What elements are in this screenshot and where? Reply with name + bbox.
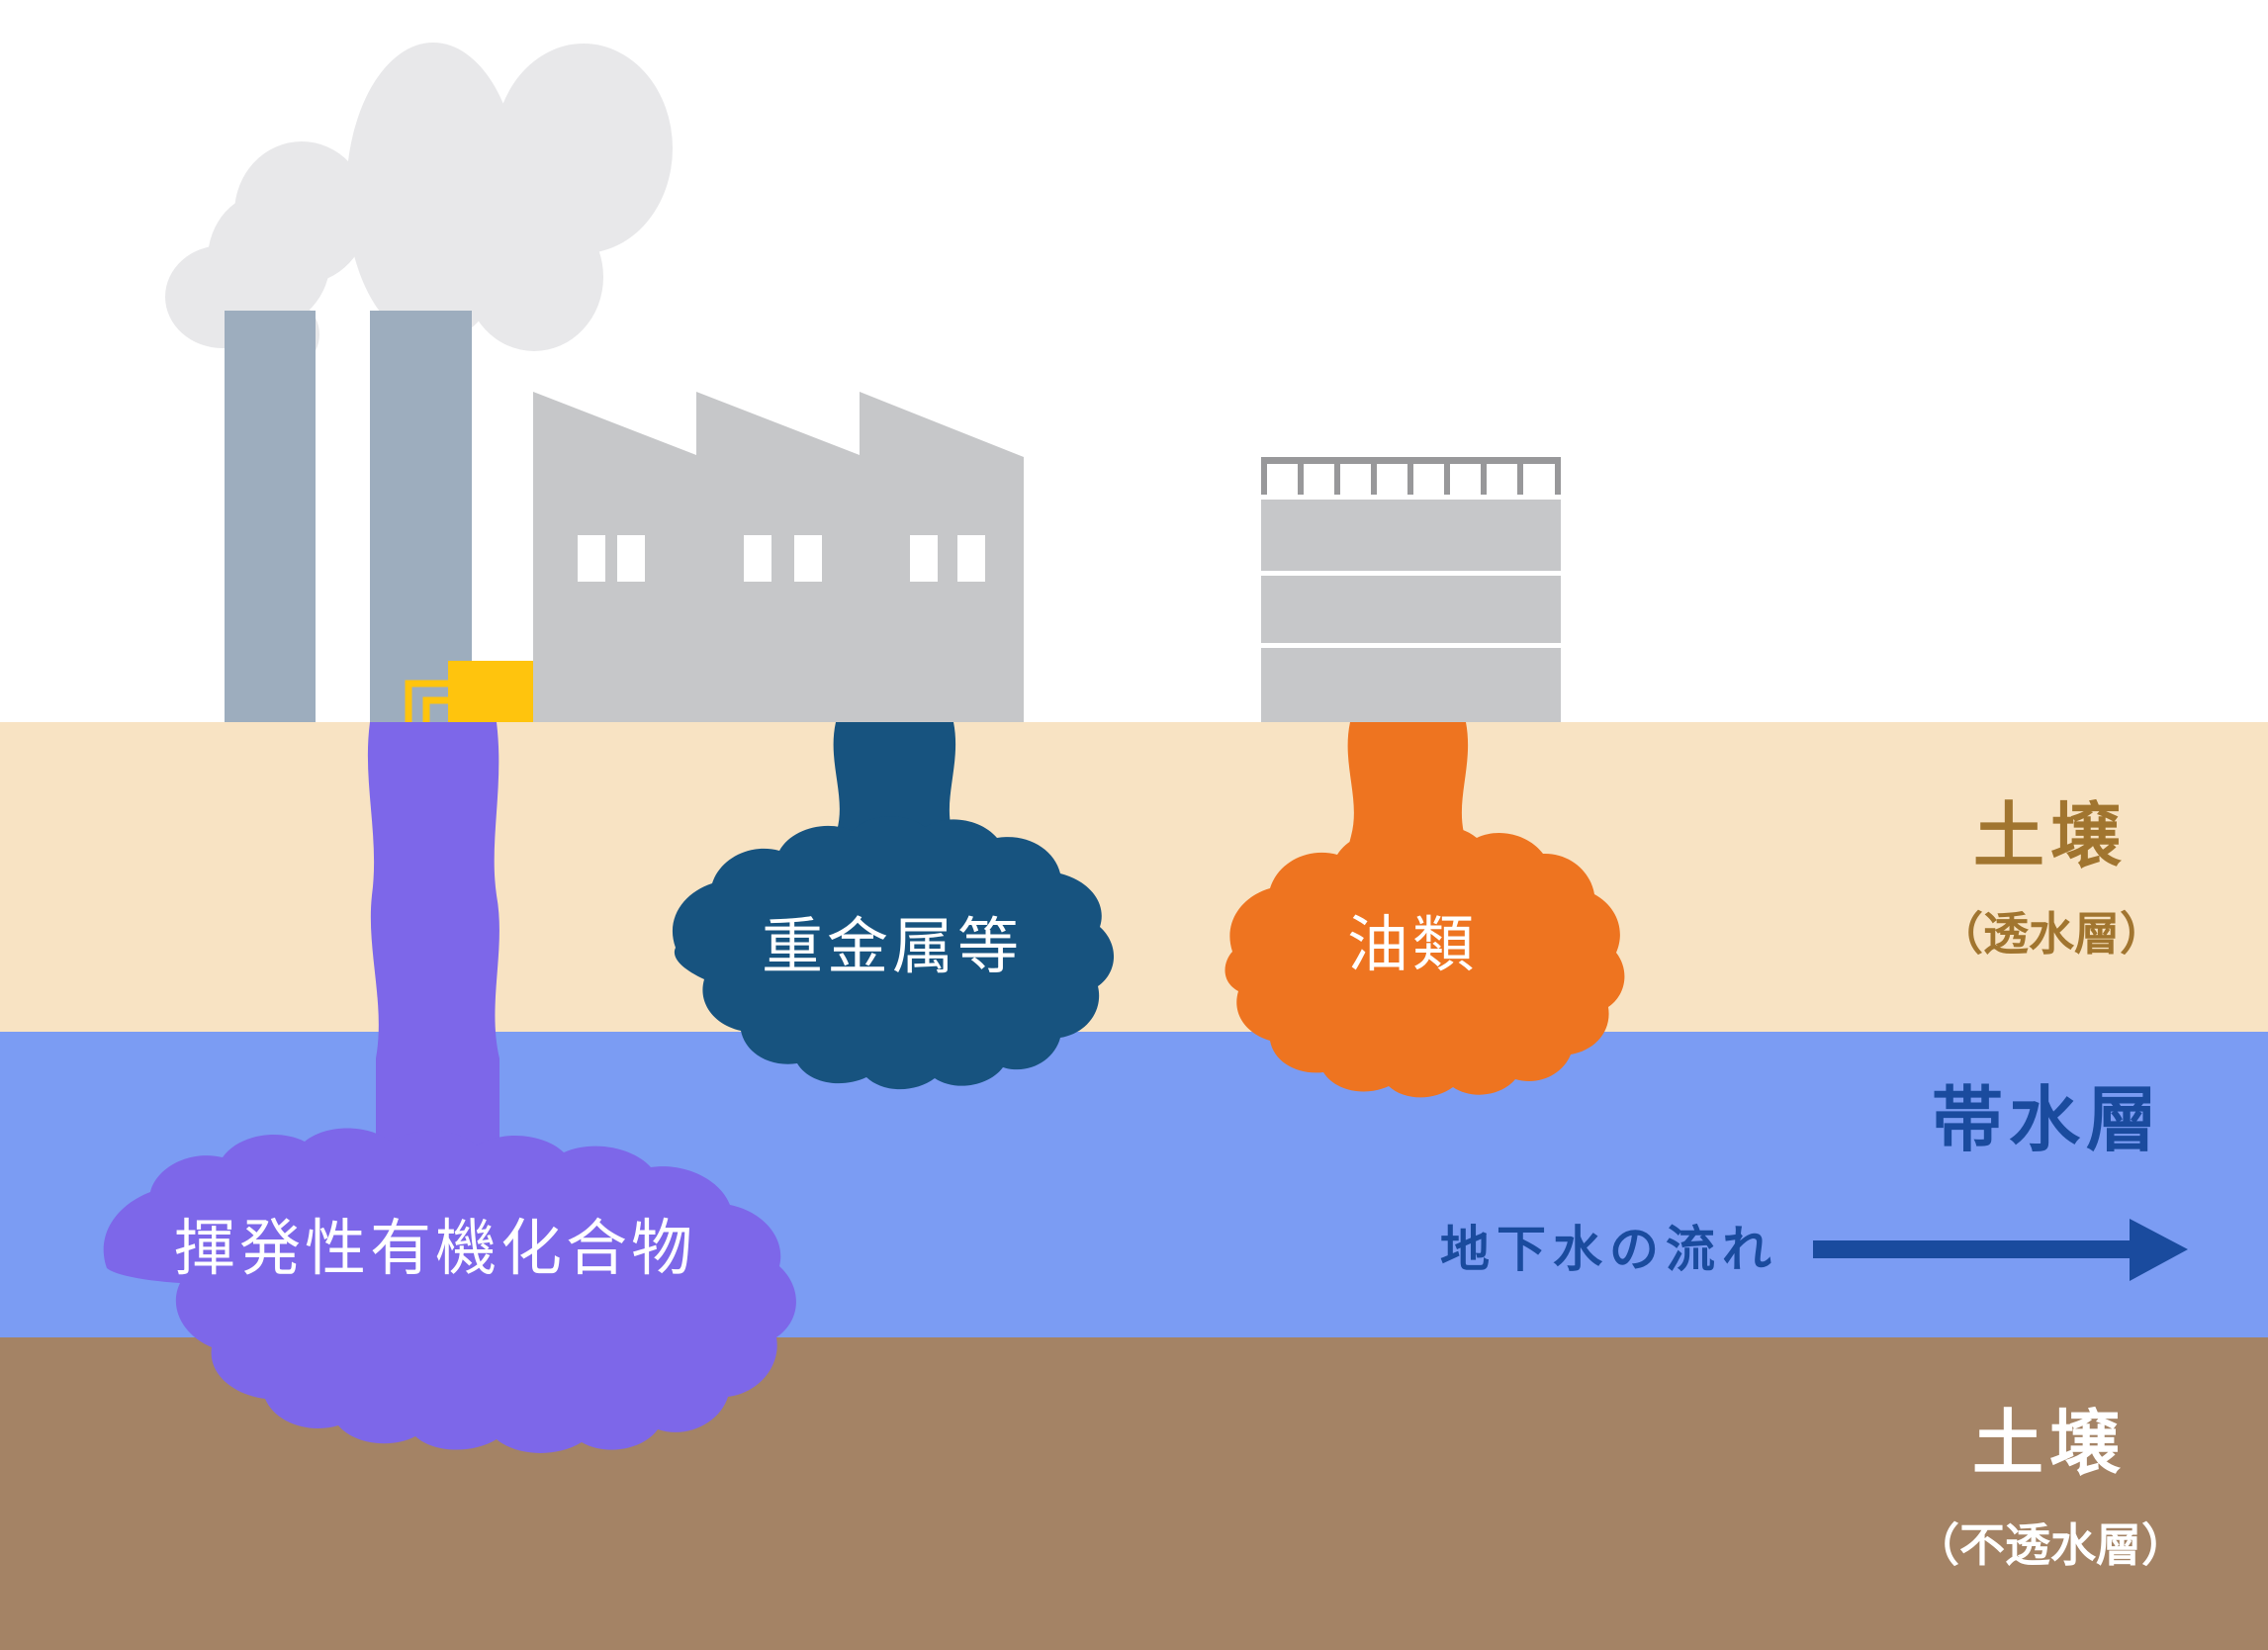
storage-tank-icon <box>1261 457 1561 722</box>
soil-impermeable-label: 土壌 <box>1971 1405 2128 1484</box>
oils-label: 油類 <box>1346 911 1479 979</box>
voc-plume <box>103 722 796 1453</box>
aquifer-label: 帯水層 <box>1931 1081 2164 1160</box>
waste-drum-icon <box>448 661 533 722</box>
factory-building-icon <box>533 392 1024 722</box>
oil-blob <box>1225 722 1625 1098</box>
drain-pipe-icon <box>405 680 452 722</box>
heavy-metals-blob <box>672 722 1115 1090</box>
soil-permeable-sublabel: （透水層） <box>1938 908 2165 960</box>
heavy-metals-label: 重金属等 <box>761 913 1024 981</box>
chimney-left-icon <box>225 311 316 722</box>
chimney-right-icon <box>370 311 472 722</box>
groundwater-flow-label: 地下水の流れ <box>1440 1222 1778 1277</box>
smoke-cloud-icon <box>165 43 673 374</box>
factory-windows <box>578 535 985 582</box>
tank-railing <box>1261 457 1561 495</box>
flow-arrow-icon <box>1813 1219 2188 1281</box>
voc-label: 揮発性有機化合物 <box>173 1215 697 1283</box>
soil-permeable-label: 土壌 <box>1972 797 2129 876</box>
soil-impermeable-sublabel: （不透水層） <box>1914 1519 2187 1571</box>
